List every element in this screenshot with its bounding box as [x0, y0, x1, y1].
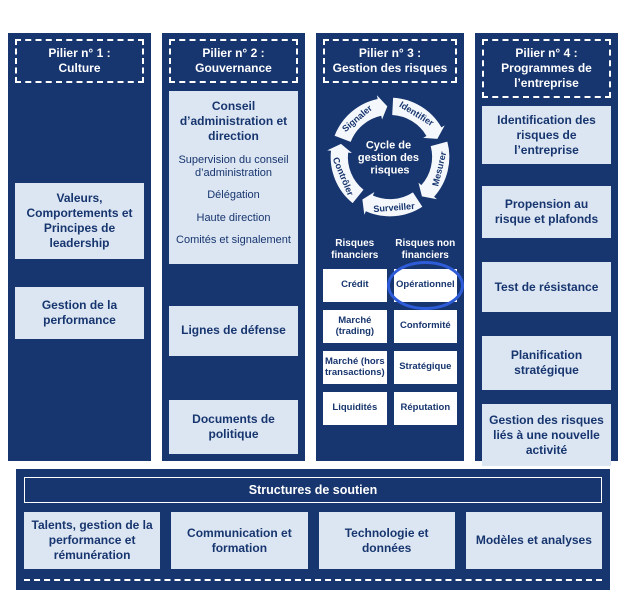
- pillar-3-subtitle: Gestion des risques: [332, 61, 448, 75]
- risk-category-headers: Risques financiers Risques non financier…: [323, 238, 457, 262]
- gov-item-haute-direction: Haute direction: [196, 211, 271, 224]
- cycle-title: Cycle de gestion des risques: [358, 139, 422, 176]
- enterprise-risk-identification-box: Identification des risques de l’entrepri…: [482, 106, 611, 164]
- gov-item-supervision: Supervision du conseil d’administration: [178, 154, 289, 180]
- support-box-communication: Communication et formation: [171, 512, 308, 569]
- board-and-direction-box: Conseil d’administration et direction Su…: [169, 91, 298, 264]
- strategic-planning-box: Planification stratégique: [482, 336, 611, 390]
- risk-framework-diagram: Pilier n° 1 : Culture Valeurs, Comportem…: [8, 33, 618, 590]
- performance-management-box: Gestion de la performance: [15, 287, 144, 339]
- financial-risks-header: Risques financiers: [331, 238, 379, 261]
- cycle-arrow-segment: [327, 143, 364, 204]
- lines-of-defense-box: Lignes de défense: [169, 305, 298, 356]
- pillar-1-culture: Pilier n° 1 : Culture Valeurs, Comportem…: [8, 33, 151, 461]
- cycle-title-line: Cycle de: [366, 139, 411, 151]
- risk-cell-liquidites: Liquidités: [323, 392, 387, 425]
- pillar-3-gestion-des-risques: Pilier n° 3 : Gestion des risques Signal…: [316, 33, 464, 461]
- risk-cell-reputation: Réputation: [393, 392, 457, 425]
- cycle-title-line: risques: [370, 164, 409, 176]
- support-box-modeles: Modèles et analyses: [465, 512, 602, 569]
- bottom-dashed-line: [24, 579, 602, 581]
- nonfinancial-risks-header: Risques non financiers: [395, 238, 456, 261]
- new-activity-risk-box: Gestion des risques liés à une nouvelle …: [482, 404, 611, 466]
- values-behaviors-leadership-box: Valeurs, Comportements et Principes de l…: [15, 183, 144, 259]
- pillar-3-header: Pilier n° 3 : Gestion des risques: [323, 39, 457, 83]
- pillar-1-subtitle: Culture: [58, 61, 101, 75]
- pillar-4-programmes-entreprise: Pilier n° 4 : Programmes de l’entreprise…: [475, 33, 618, 466]
- stress-test-box: Test de résistance: [482, 262, 611, 312]
- risk-cell-credit: Crédit: [323, 269, 387, 302]
- cycle-step-surveiller: Surveiller: [373, 201, 416, 214]
- pillar-2-header: Pilier n° 2 : Gouvernance: [169, 39, 298, 83]
- pillar-1-title: Pilier n° 1 :: [48, 46, 111, 60]
- board-direction-heading: Conseil d’administration et direction: [179, 99, 288, 143]
- cycle-arrows: [327, 95, 450, 217]
- pillar-2-title: Pilier n° 2 :: [202, 46, 265, 60]
- pillar-4-subtitle: Programmes de l’entreprise: [501, 61, 592, 90]
- pillar-4-title: Pilier n° 4 :: [515, 46, 578, 60]
- risk-cell-marche-hors-transactions: Marché (hors transactions): [323, 351, 387, 384]
- risk-cycle-diagram: Signaler Identifier Mesurer Surveiller C…: [327, 95, 450, 217]
- cycle-arrow-segment: [362, 191, 423, 217]
- risk-cell-operationnel-label: Opérationnel: [396, 279, 455, 291]
- support-structures-header: Structures de soutien: [24, 477, 602, 503]
- risk-appetite-limits-box: Propension au risque et plafonds: [482, 186, 611, 238]
- risk-cell-strategique: Stratégique: [393, 351, 457, 384]
- support-boxes-row: Talents, gestion de la performance et ré…: [24, 512, 602, 569]
- cycle-arrow-segment: [392, 97, 445, 139]
- risk-cell-operationnel: Opérationnel: [386, 261, 464, 310]
- risk-cell-marche-trading: Marché (trading): [323, 310, 387, 343]
- risk-grid: Crédit Opérationnel Marché (trading) Con…: [323, 261, 464, 425]
- policy-documents-box: Documents de politique: [169, 399, 298, 454]
- gov-item-comites-signalement: Comités et signalement: [176, 233, 291, 246]
- pillar-2-subtitle: Gouvernance: [195, 61, 272, 75]
- cycle-title-line: gestion des: [358, 152, 419, 164]
- cycle-arrow-segment: [334, 95, 388, 142]
- pillars-row: Pilier n° 1 : Culture Valeurs, Comportem…: [8, 33, 618, 466]
- gov-item-delegation: Délégation: [207, 189, 260, 202]
- support-structures-band: Structures de soutien Talents, gestion d…: [16, 469, 610, 590]
- pillar-1-header: Pilier n° 1 : Culture: [15, 39, 144, 83]
- pillar-4-header: Pilier n° 4 : Programmes de l’entreprise: [482, 39, 611, 98]
- pillar-2-gouvernance: Pilier n° 2 : Gouvernance Conseil d’admi…: [162, 33, 305, 461]
- risk-cell-conformite: Conformité: [393, 310, 457, 343]
- support-box-technologie: Technologie et données: [318, 512, 455, 569]
- pillar-3-title: Pilier n° 3 :: [358, 46, 422, 60]
- support-box-talents: Talents, gestion de la performance et ré…: [24, 512, 161, 569]
- cycle-arrow-segment: [418, 141, 450, 200]
